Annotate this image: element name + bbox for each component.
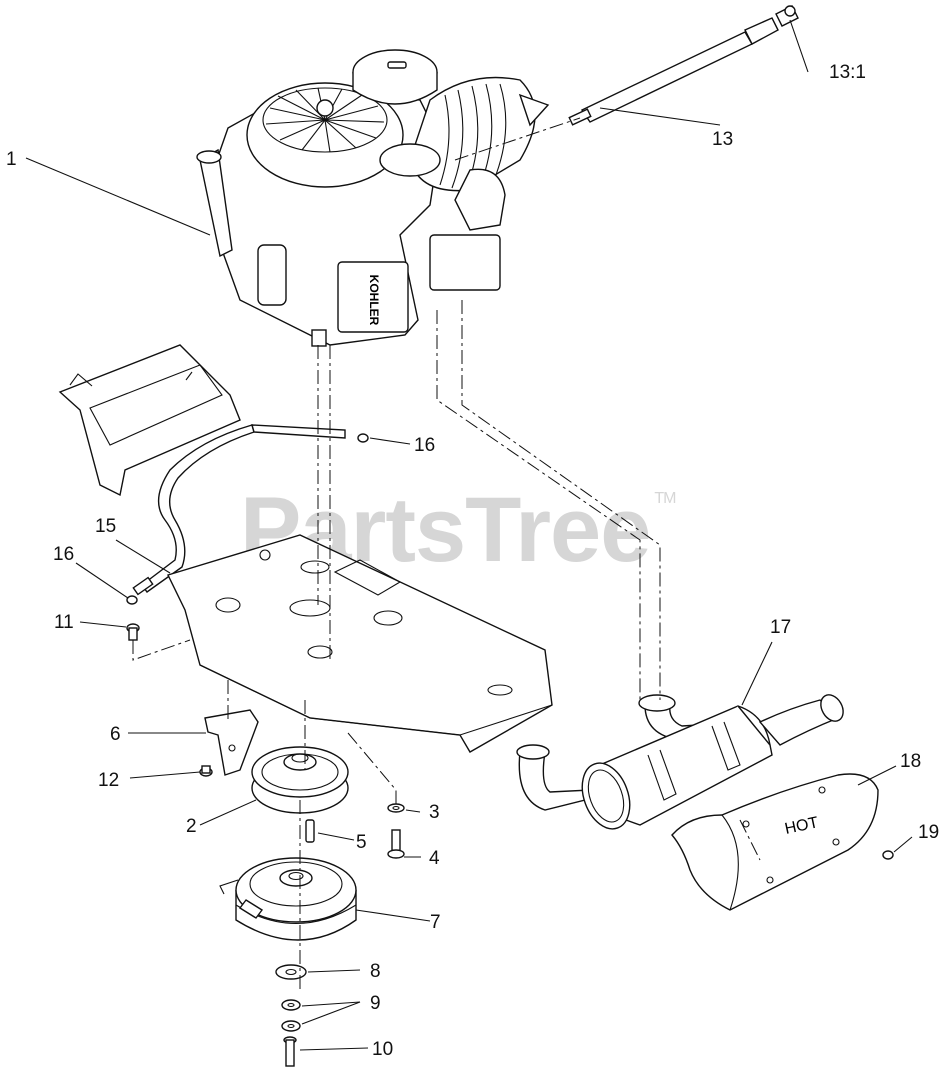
washer-9-upper[interactable] — [281, 999, 301, 1011]
callout-6: 6 — [110, 724, 121, 745]
washer-3[interactable] — [387, 803, 405, 813]
callout-13: 13 — [712, 129, 733, 150]
callout-15: 15 — [95, 516, 116, 537]
callout-7: 7 — [430, 912, 441, 933]
callout-18: 18 — [900, 751, 921, 772]
fitting-13-1[interactable] — [775, 5, 799, 27]
callout-11: 11 — [54, 612, 74, 633]
callout-16-upper: 16 — [414, 435, 435, 456]
heat-shield[interactable]: HOT — [671, 773, 879, 911]
fuel-line[interactable] — [568, 17, 779, 126]
callouts: 1 2 3 4 5 6 7 8 9 10 11 12 13 13:1 15 16… — [6, 62, 939, 1060]
hot-label: HOT — [783, 814, 820, 838]
bolt-11[interactable] — [126, 623, 140, 641]
control-bracket[interactable] — [58, 344, 241, 497]
pulley-bracket[interactable] — [204, 709, 259, 776]
callout-4: 4 — [429, 848, 440, 869]
hose-clamp-lower[interactable] — [126, 595, 138, 605]
callout-13-1: 13:1 — [829, 62, 866, 83]
alignment-lines — [132, 117, 761, 990]
bolt-4[interactable] — [387, 829, 405, 859]
callout-16-lower: 16 — [53, 544, 74, 565]
bolt-12[interactable] — [199, 765, 213, 777]
callout-8: 8 — [370, 961, 381, 982]
callout-1: 1 — [6, 149, 17, 170]
callout-5: 5 — [356, 832, 367, 853]
callout-10: 10 — [372, 1039, 393, 1060]
washer-9-lower[interactable] — [281, 1020, 301, 1032]
muffler[interactable] — [516, 691, 848, 836]
washer-8[interactable] — [275, 964, 307, 980]
callout-19: 19 — [918, 822, 939, 843]
key[interactable] — [305, 819, 315, 843]
callout-17: 17 — [770, 617, 791, 638]
callout-2: 2 — [186, 816, 197, 837]
engine-brand-label: KOHLER — [367, 275, 381, 326]
engine-deck[interactable] — [167, 534, 553, 753]
callout-9: 9 — [370, 993, 381, 1014]
screw-19[interactable] — [882, 850, 894, 860]
engine[interactable]: KOHLER — [196, 49, 550, 347]
hose-clamp-upper[interactable] — [357, 433, 369, 443]
leader-lines — [25, 19, 913, 1051]
pulley[interactable] — [251, 746, 349, 814]
hose[interactable] — [132, 424, 346, 596]
pto-clutch[interactable] — [219, 857, 357, 941]
callout-3: 3 — [429, 802, 440, 823]
bolt-10[interactable] — [283, 1036, 297, 1067]
callout-12: 12 — [98, 770, 119, 791]
